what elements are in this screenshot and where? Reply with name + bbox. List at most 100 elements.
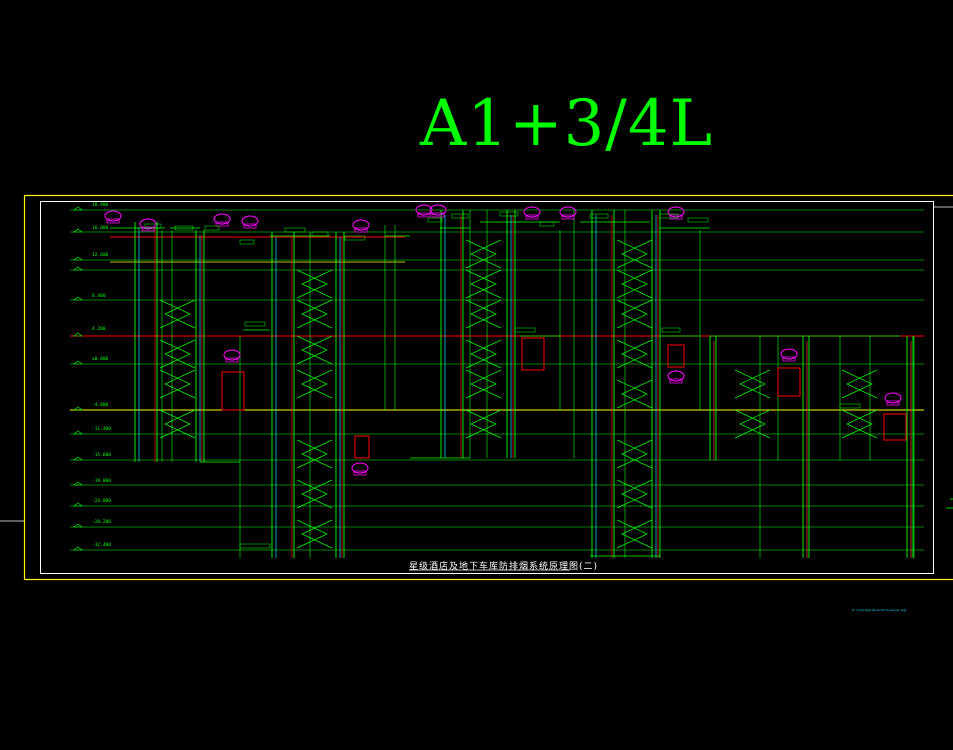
- branch-connector: [164, 299, 196, 329]
- tag-label: [239, 543, 271, 549]
- branch-connector: [470, 369, 502, 399]
- level-label: -19.800: [92, 478, 111, 484]
- level-marker: [73, 430, 83, 435]
- tag-label: [244, 321, 266, 327]
- sheet-caption: 星级酒店及地下车库防排烟系统原理图(二): [409, 562, 599, 572]
- branch-connector: [296, 439, 328, 469]
- branch-connector: [164, 409, 196, 439]
- branch-connector: [734, 409, 766, 439]
- level-label: 18.900: [92, 202, 109, 208]
- tag-label: [539, 221, 555, 227]
- branch-connector: [470, 409, 502, 439]
- fan-icon-base: [141, 226, 155, 232]
- level-marker: [73, 332, 83, 337]
- branch-connector: [470, 339, 502, 369]
- branch-connector: [296, 335, 328, 365]
- level-marker: [73, 360, 83, 365]
- branch-connector: [621, 379, 653, 409]
- branch-connector: [296, 299, 328, 329]
- branch-connector: [621, 519, 653, 549]
- fan-icon: [429, 204, 447, 216]
- fan-icon: [780, 348, 798, 360]
- level-label: 4.200: [92, 326, 106, 332]
- level-marker: [73, 502, 83, 507]
- fan-icon: [523, 206, 541, 218]
- fan-icon-base: [354, 227, 368, 233]
- branch-connector: [616, 299, 648, 329]
- level-marker: [73, 481, 83, 486]
- branch-connector: [164, 339, 196, 369]
- branch-connector: [616, 479, 648, 509]
- branch-connector: [301, 269, 333, 299]
- branch-connector: [301, 299, 333, 329]
- tag-label: [427, 217, 443, 223]
- branch-connector: [616, 519, 648, 549]
- fan-icon: [352, 219, 370, 231]
- fan-icon: [667, 370, 685, 382]
- branch-connector: [621, 439, 653, 469]
- fan-icon: [213, 213, 231, 225]
- fan-icon: [415, 204, 433, 216]
- fan-icon: [351, 462, 369, 474]
- branch-connector: [621, 239, 653, 269]
- level-marker: [73, 256, 83, 261]
- branch-connector: [841, 369, 873, 399]
- branch-connector: [616, 339, 648, 369]
- tag-label: [144, 223, 162, 229]
- fan-icon-base: [782, 356, 796, 362]
- branch-connector: [296, 369, 328, 399]
- branch-connector: [301, 439, 333, 469]
- branch-connector: [621, 299, 653, 329]
- level-label: -4.800: [92, 402, 109, 408]
- branch-connector: [841, 409, 873, 439]
- branch-connector: [296, 519, 328, 549]
- branch-connector: [846, 369, 878, 399]
- branch-connector: [301, 369, 333, 399]
- level-marker: [73, 456, 83, 461]
- branch-connector: [159, 299, 191, 329]
- tag-label: [239, 239, 255, 245]
- branch-connector: [621, 339, 653, 369]
- fan-icon-base: [669, 378, 683, 384]
- tag-label: [344, 235, 366, 241]
- file-path-label: D:\cad\dwg\A1+3/4L\drawing.dwg: [852, 608, 907, 612]
- tag-label: [659, 213, 679, 219]
- branch-connector: [734, 369, 766, 399]
- branch-connector: [616, 239, 648, 269]
- equipment-box: [883, 413, 907, 441]
- fan-icon: [559, 206, 577, 218]
- branch-connector: [296, 479, 328, 509]
- branch-connector: [739, 369, 771, 399]
- level-marker: [73, 296, 83, 301]
- fan-icon-base: [431, 212, 445, 218]
- tag-label: [311, 231, 329, 237]
- drawing-title: A1+3/4L: [420, 87, 714, 161]
- fan-icon-base: [243, 223, 257, 229]
- fan-icon-base: [353, 470, 367, 476]
- fan-icon-base: [225, 357, 239, 363]
- tag-label: [661, 327, 681, 333]
- fan-icon: [667, 206, 685, 218]
- fan-icon-base: [561, 214, 575, 220]
- level-label: ±0.000: [92, 356, 109, 362]
- branch-connector: [621, 479, 653, 509]
- inner-frame: [40, 201, 934, 574]
- branch-connector: [465, 269, 497, 299]
- branch-connector: [465, 339, 497, 369]
- branch-connector: [621, 269, 653, 299]
- level-label: -11.400: [92, 426, 111, 432]
- branch-connector: [164, 369, 196, 399]
- tag-label: [174, 225, 194, 231]
- level-label: 12.600: [92, 252, 109, 258]
- branch-connector: [159, 409, 191, 439]
- branch-connector: [616, 379, 648, 409]
- level-label: -32.400: [92, 542, 111, 548]
- branch-connector: [301, 519, 333, 549]
- branch-connector: [465, 299, 497, 329]
- branch-connector: [739, 409, 771, 439]
- level-marker: [73, 266, 83, 271]
- level-label: 8.400: [92, 293, 106, 299]
- level-label: -15.600: [92, 452, 111, 458]
- branch-connector: [301, 479, 333, 509]
